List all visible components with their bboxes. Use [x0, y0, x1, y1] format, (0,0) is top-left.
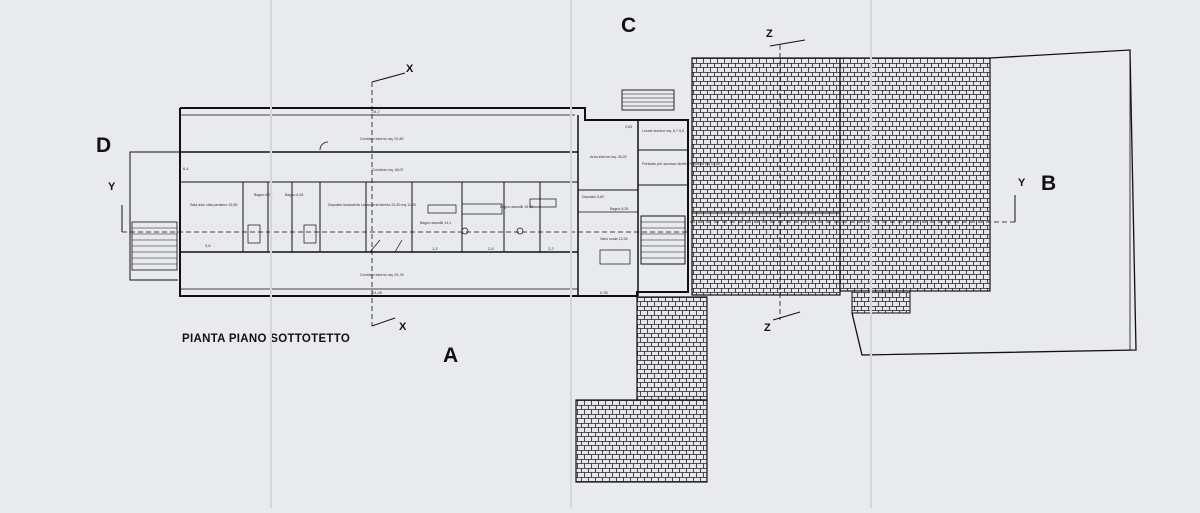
roof-tiles-south: [636, 296, 708, 401]
dim-left-width: 6,4: [183, 166, 189, 171]
room-bagno-3: Bagno assistiti 14,1: [420, 221, 451, 225]
facade-label-b: B: [1041, 172, 1056, 195]
room-area-interna: Area interna mq. 28,25: [590, 155, 627, 159]
paper-fold-line: [570, 0, 572, 508]
dim-top-length: 24,7: [372, 109, 381, 114]
facade-label-d: D: [96, 134, 111, 157]
paper-fold-line: [270, 0, 272, 508]
room-bagno-4: Bagno assistiti 15,09: [500, 205, 533, 209]
roof-tiles-right: [839, 57, 991, 292]
room-vano-scala: Vano scala 13,26: [600, 237, 628, 241]
external-stair-west: [129, 151, 180, 281]
room-porticato: Porticato per accesso diretto Portineria…: [642, 162, 720, 166]
room-bagno-1: Bagno 6,26: [254, 193, 272, 197]
external-stair-north: [621, 89, 675, 111]
terrace-outline: [851, 49, 1137, 356]
room-deposito: Deposito 5,62: [582, 195, 604, 199]
room-sala-comune: Sala aule citta pensiero 15,56: [190, 203, 237, 207]
room-bagno-2: Bagno 6,26: [285, 193, 303, 197]
room-corridoio-top: Corridoio interno mq. 51,89: [360, 137, 404, 141]
section-label-z-top: Z: [766, 28, 773, 40]
dim-gap-3: 2,8: [488, 246, 494, 251]
dim-gap-2: 1,2: [432, 246, 438, 251]
room-terrazzo-label: 0,65: [625, 125, 632, 129]
room-corridoio-mid: Corridoio mq. 48,07: [372, 168, 404, 172]
section-label-x-top: X: [406, 63, 414, 75]
room-bagno-piccolo: Bagno 5,35: [610, 207, 628, 211]
roof-tiles-south-wide: [575, 399, 708, 483]
facade-label-a: A: [443, 344, 458, 367]
drawing-title: PIANTA PIANO SOTTOTETTO: [182, 333, 350, 345]
dim-gap-4: 2,2: [548, 246, 554, 251]
room-lavanderia: Deposito lavanderia Lavanderia stireria …: [328, 203, 416, 207]
roof-tiles-left: [691, 57, 841, 296]
section-label-x-bottom: X: [399, 321, 407, 333]
section-label-y-left: Y: [108, 181, 116, 193]
dim-right-offset: 0,35: [600, 290, 609, 295]
section-label-y-right: Y: [1018, 177, 1026, 189]
facade-label-c: C: [621, 14, 636, 37]
roof-tiles-tab: [851, 290, 911, 314]
section-label-z-bottom: Z: [764, 322, 771, 334]
dim-gap-1: 3,6: [205, 243, 211, 248]
room-corridoio-bottom: Corridoio interno mq. 51,78: [360, 273, 404, 277]
dim-bottom-length: 24,45: [372, 290, 383, 295]
room-locale-tecnico: Locale tecnico mq. 6,7 5,5: [642, 129, 684, 133]
paper-fold-line: [870, 0, 872, 508]
main-building: [179, 107, 689, 297]
